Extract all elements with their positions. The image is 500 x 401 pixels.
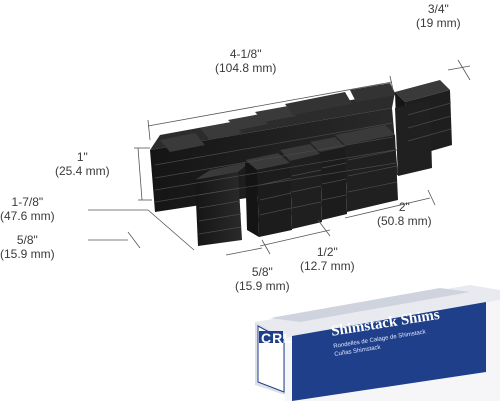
product-box-image [255,285,500,401]
box-logo: CRL [261,330,293,346]
dim-center-half: 1/2" (12.7 mm) [300,245,355,273]
dim-height: 1" (25.4 mm) [55,150,110,178]
dim-top-right: 3/4" (19 mm) [416,2,461,30]
dim-length: 4-1/8" (104.8 mm) [215,47,277,75]
dim-left-width: 1-7/8" (47.6 mm) [0,195,55,223]
shim-stack-image [150,80,452,246]
dim-right-width: 2" (50.8 mm) [377,200,432,228]
dim-center-small: 5/8" (15.9 mm) [235,265,290,293]
dim-left-small: 5/8" (15.9 mm) [0,233,55,261]
dimension-lines [88,59,471,256]
